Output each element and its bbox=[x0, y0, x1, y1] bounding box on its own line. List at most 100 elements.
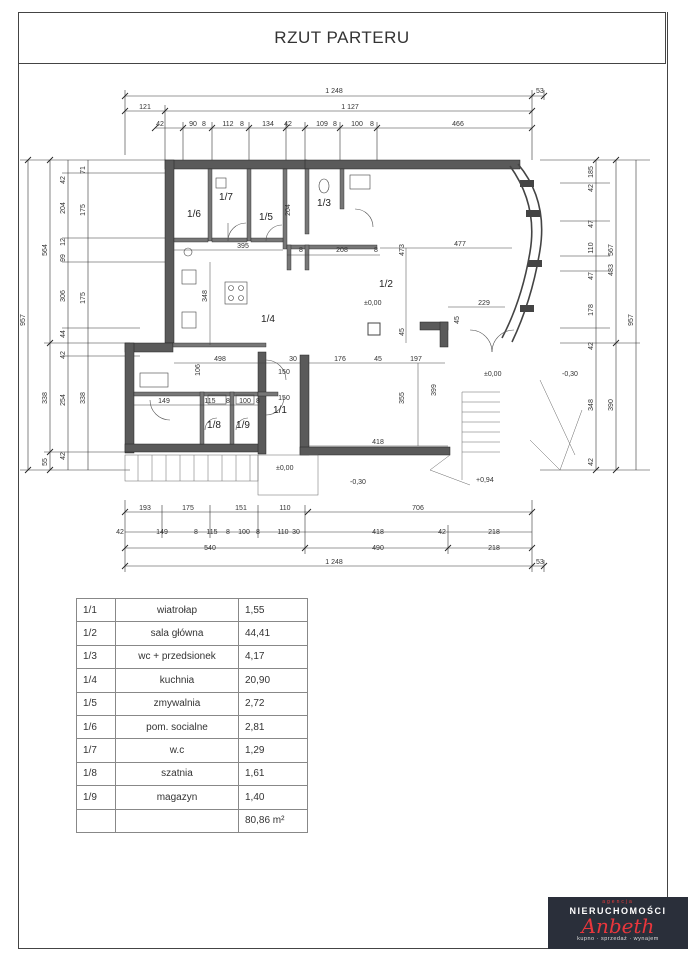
dim-top-i: 42 bbox=[284, 121, 292, 128]
room-name: magazyn bbox=[115, 785, 239, 810]
dim-top-end: 53 bbox=[536, 88, 544, 95]
bay-window-mullions bbox=[520, 180, 542, 312]
room-number: 1/5 bbox=[76, 691, 116, 716]
room-area: 2,81 bbox=[238, 714, 308, 740]
dim-left-outer: 957 bbox=[20, 314, 27, 326]
dim-bot-r: 540 bbox=[204, 545, 216, 552]
level-bottom: -0,30 bbox=[350, 479, 366, 486]
dim-left-564: 564 bbox=[42, 244, 49, 256]
dim-int-150b: 150 bbox=[278, 395, 290, 402]
room-area: 1,55 bbox=[238, 597, 308, 623]
dim-left-42a: 42 bbox=[60, 176, 67, 184]
dim-left-44: 44 bbox=[60, 330, 67, 338]
dim-left-254: 254 bbox=[60, 394, 67, 406]
dim-top-overall: 1 248 bbox=[325, 88, 343, 95]
dim-int-30: 30 bbox=[289, 356, 297, 363]
level-terrace: ±0,00 bbox=[484, 371, 502, 378]
dim-bot-e: 706 bbox=[412, 505, 424, 512]
dim-int-229: 229 bbox=[478, 300, 490, 307]
level-right: -0,30 bbox=[562, 371, 578, 378]
total-row: 80,86 m² bbox=[76, 808, 308, 833]
dim-top-d: 90 bbox=[189, 121, 197, 128]
dim-bot-t: 218 bbox=[488, 545, 500, 552]
dim-right-390: 390 bbox=[608, 399, 615, 411]
level-sala: ±0,00 bbox=[364, 300, 382, 307]
room-number: 1/6 bbox=[76, 714, 116, 740]
dim-bot-l: 8 bbox=[256, 529, 260, 536]
level-entrance: ±0,00 bbox=[276, 465, 294, 472]
dim-left-12: 12 bbox=[60, 238, 67, 246]
room-label-1-7: 1/7 bbox=[219, 192, 233, 203]
dim-bot-q: 218 bbox=[488, 529, 500, 536]
dim-bot-b: 175 bbox=[182, 505, 194, 512]
dim-int-395: 395 bbox=[237, 243, 249, 250]
room-area: 4,17 bbox=[238, 644, 308, 670]
dim-bot-g: 149 bbox=[156, 529, 168, 536]
fixtures bbox=[139, 174, 381, 405]
dim-bot-c: 151 bbox=[235, 505, 247, 512]
room-number: 1/7 bbox=[76, 738, 116, 763]
dim-top-b: 1 127 bbox=[341, 104, 359, 111]
dim-top-j: 109 bbox=[316, 121, 328, 128]
room-number: 1/9 bbox=[76, 785, 116, 810]
dim-bot-end: 53 bbox=[536, 559, 544, 566]
total-area: 80,86 m² bbox=[238, 808, 308, 833]
dim-left-42c: 42 bbox=[60, 452, 67, 460]
room-area: 2,72 bbox=[238, 691, 308, 716]
room-number: 1/2 bbox=[76, 621, 116, 646]
dim-right-110: 110 bbox=[588, 242, 595, 253]
dim-top-f: 112 bbox=[222, 121, 233, 128]
dim-right-348: 348 bbox=[588, 399, 595, 411]
dim-right-outer: 957 bbox=[628, 314, 635, 326]
dim-int-204: 204 bbox=[285, 204, 292, 216]
room-label-1-4: 1/4 bbox=[261, 314, 275, 325]
bay-window bbox=[501, 163, 543, 343]
room-number: 1/4 bbox=[76, 668, 116, 693]
dim-left-338: 338 bbox=[42, 392, 49, 404]
dim-left-175a: 175 bbox=[80, 204, 87, 216]
dim-top-h: 134 bbox=[262, 121, 274, 128]
dim-right-42a: 42 bbox=[588, 184, 595, 192]
room-area: 1,61 bbox=[238, 761, 308, 787]
title-block: RZUT PARTERU bbox=[18, 12, 666, 64]
dim-right-185: 185 bbox=[588, 166, 595, 178]
dim-int-197: 197 bbox=[410, 356, 422, 363]
dim-int-399: 399 bbox=[431, 384, 438, 396]
dim-bot-f: 42 bbox=[116, 529, 124, 536]
logo-agency-text: agencja bbox=[602, 899, 634, 905]
room-label-1-3: 1/3 bbox=[317, 198, 331, 209]
room-labels: 1/1 1/2 1/3 1/4 1/5 1/6 1/7 1/8 1/9 bbox=[187, 192, 393, 431]
room-name: zmywalnia bbox=[115, 691, 239, 716]
room-name: sala główna bbox=[115, 621, 239, 646]
dim-bot-i: 115 bbox=[206, 529, 217, 536]
dim-int-498: 498 bbox=[214, 356, 226, 363]
dimension-ticks bbox=[24, 92, 620, 570]
room-name: wiatrołap bbox=[115, 597, 239, 623]
interior-walls bbox=[133, 168, 378, 445]
dim-int-477: 477 bbox=[454, 241, 466, 248]
room-label-1-8: 1/8 bbox=[207, 420, 221, 431]
room-number: 1/1 bbox=[76, 597, 116, 623]
dim-left-42b: 42 bbox=[60, 351, 67, 359]
room-label-1-2: 1/2 bbox=[379, 279, 393, 290]
dim-int-8b: 8 bbox=[374, 247, 378, 254]
room-area: 20,90 bbox=[238, 668, 308, 693]
room-label-1-6: 1/6 bbox=[187, 209, 201, 220]
interior-dimensions bbox=[134, 247, 512, 447]
dim-right-42c: 42 bbox=[588, 458, 595, 466]
dim-int-106: 106 bbox=[195, 364, 202, 376]
dim-int-418: 418 bbox=[372, 439, 384, 446]
room-area: 1,40 bbox=[238, 785, 308, 810]
dim-int-45c: 45 bbox=[454, 316, 461, 324]
dim-left-55: 55 bbox=[42, 458, 49, 466]
dim-int-355: 355 bbox=[399, 392, 406, 404]
dim-top-c: 42 bbox=[156, 121, 164, 128]
dim-right-42b: 42 bbox=[588, 342, 595, 350]
door-swings bbox=[149, 208, 515, 431]
